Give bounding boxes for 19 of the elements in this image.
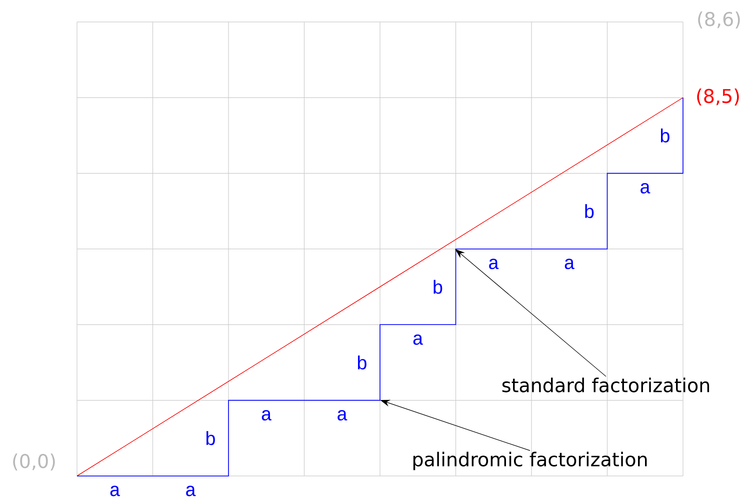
point-label: (8,5) xyxy=(697,88,739,106)
step-letter: b xyxy=(434,280,442,294)
step-letter: a xyxy=(110,486,120,496)
step-letter: b xyxy=(358,356,366,370)
step-letter: a xyxy=(640,183,650,194)
step-letter: a xyxy=(262,410,272,421)
annotation-text: palindromic factorization xyxy=(413,452,647,470)
step-letter: a xyxy=(338,410,348,421)
step-letter: b xyxy=(660,128,670,142)
step-letter: a xyxy=(186,486,196,496)
point-label: (0,0) xyxy=(13,454,55,470)
step-letter: b xyxy=(585,204,594,218)
point-label: (8,6) xyxy=(698,12,740,28)
step-letter: a xyxy=(489,258,499,270)
annotation-text: standard factorization xyxy=(502,378,710,392)
step-letter: a xyxy=(564,258,574,270)
leader-line xyxy=(455,249,606,377)
step-letter: b xyxy=(206,431,215,446)
step-letter: a xyxy=(413,334,423,345)
